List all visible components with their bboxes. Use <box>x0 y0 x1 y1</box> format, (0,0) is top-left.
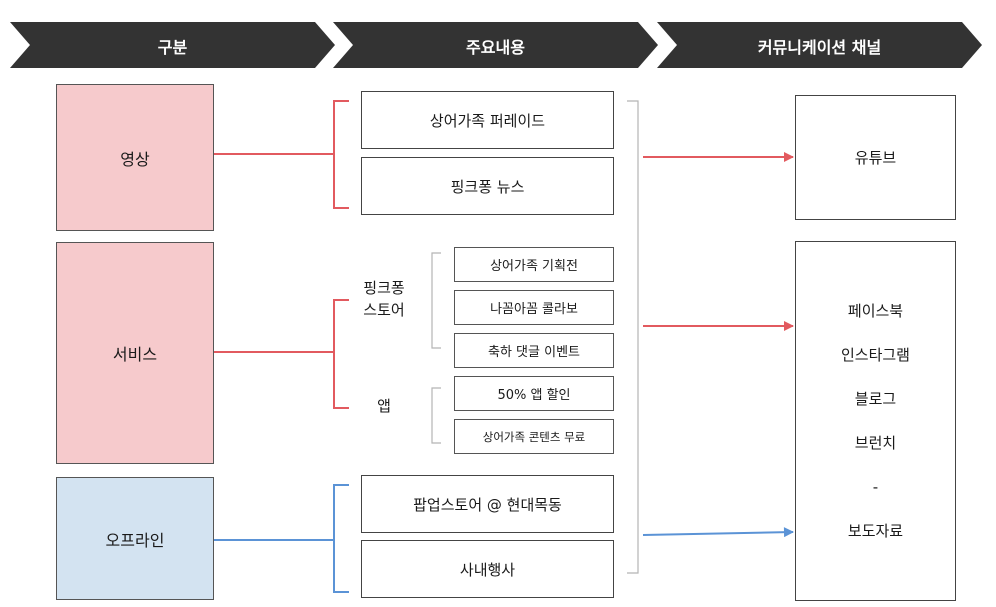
store-label: 핑크퐁 스토어 <box>354 277 414 321</box>
channel-social-list: 페이스북 인스타그램 블로그 브런치 - 보도자료 <box>795 241 956 601</box>
header-chevron-2 <box>333 22 658 68</box>
channel-facebook: 페이스북 <box>847 302 904 320</box>
channel-press-release: 보도자료 <box>847 522 904 540</box>
content-popup-store: 팝업스토어 @ 현대목동 <box>361 475 614 533</box>
service-bracket <box>333 299 349 409</box>
app-subbracket <box>431 387 441 444</box>
header-label-channel: 커뮤니케이션 채널 <box>757 38 882 57</box>
content-shark-exhibition: 상어가족 기획전 <box>454 247 614 282</box>
header-chevron-3 <box>657 22 982 68</box>
content-right-bracket <box>627 100 639 574</box>
offline-bracket <box>333 484 349 593</box>
category-service: 서비스 <box>56 242 214 464</box>
arrow-to-press <box>642 527 794 538</box>
category-offline: 오프라인 <box>56 477 214 600</box>
store-subbracket <box>431 252 441 349</box>
header-band <box>10 22 982 68</box>
channel-blog: 블로그 <box>854 390 897 408</box>
header-label-category: 구분 <box>157 38 188 57</box>
channel-brunch: 브런치 <box>854 434 897 452</box>
content-collab: 나꼼아꼼 콜라보 <box>454 290 614 325</box>
content-internal-event: 사내행사 <box>361 540 614 598</box>
video-bracket <box>333 100 349 209</box>
content-comment-event: 축하 댓글 이벤트 <box>454 333 614 368</box>
category-video: 영상 <box>56 84 214 231</box>
app-label: 앱 <box>377 397 391 415</box>
channel-separator: - <box>872 478 879 496</box>
header-label-content: 주요내용 <box>466 38 525 57</box>
content-app-discount: 50% 앱 할인 <box>454 376 614 411</box>
content-shark-family-parade: 상어가족 퍼레이드 <box>361 91 614 149</box>
channel-instagram: 인스타그램 <box>840 346 910 364</box>
channel-youtube: 유튜브 <box>795 95 956 220</box>
header-chevron-1 <box>10 22 335 68</box>
content-pinkfong-news: 핑크퐁 뉴스 <box>361 157 614 215</box>
content-free-content: 상어가족 콘텐츠 무료 <box>454 419 614 454</box>
store-label-text: 핑크퐁 스토어 <box>363 279 405 319</box>
